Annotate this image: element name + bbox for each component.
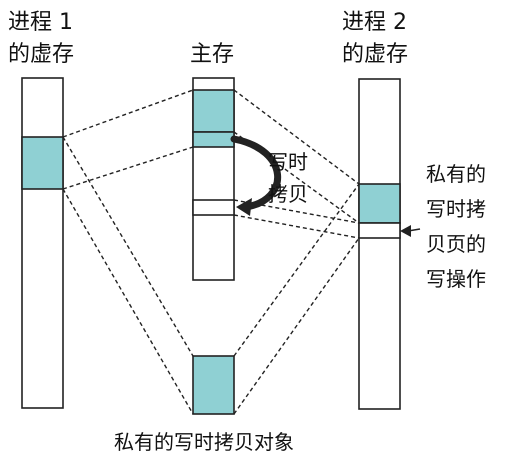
main-memory-copied-page xyxy=(192,199,235,216)
mapping-line xyxy=(233,237,360,415)
cow-label-line2: 拷贝 xyxy=(268,182,308,206)
main-memory-shared-page xyxy=(192,89,235,133)
process1-label-line1: 进程 1 xyxy=(8,10,73,35)
process2-virtual-memory-column xyxy=(358,78,401,410)
process1-label-line2: 的虚存 xyxy=(8,42,75,67)
mapping-line xyxy=(62,136,194,357)
process2-label-line1: 进程 2 xyxy=(342,10,407,35)
copy-arrow-head xyxy=(236,198,252,216)
mapping-line xyxy=(233,214,360,239)
mapping-line xyxy=(233,89,360,185)
main-memory-label: 主存 xyxy=(190,42,235,67)
mapping-line xyxy=(233,183,360,357)
private-write-label-line1: 私有的 xyxy=(426,162,486,186)
private-write-label-line2: 写时拷 xyxy=(426,197,486,221)
mapping-line xyxy=(62,89,194,138)
private-write-label-line3: 贝页的 xyxy=(426,232,486,256)
main-memory-original-page xyxy=(192,131,235,148)
process2-shared-page xyxy=(358,183,401,224)
mapping-line xyxy=(62,146,194,190)
copy-arrow-curve xyxy=(230,135,282,211)
mapping-line xyxy=(233,131,360,224)
mapping-line xyxy=(62,188,194,415)
private-cow-object xyxy=(192,355,235,415)
process2-private-copy-page xyxy=(358,222,401,239)
process1-shared-page xyxy=(21,136,64,190)
cow-label-line1: 写时 xyxy=(268,150,308,174)
write-arrow-head xyxy=(400,225,411,237)
mapping-lines xyxy=(62,89,360,415)
process1-virtual-memory-column xyxy=(21,77,64,409)
private-write-label-line4: 写操作 xyxy=(426,267,486,291)
bottom-caption: 私有的写时拷贝对象 xyxy=(114,430,294,454)
process2-label-line2: 的虚存 xyxy=(342,42,409,67)
